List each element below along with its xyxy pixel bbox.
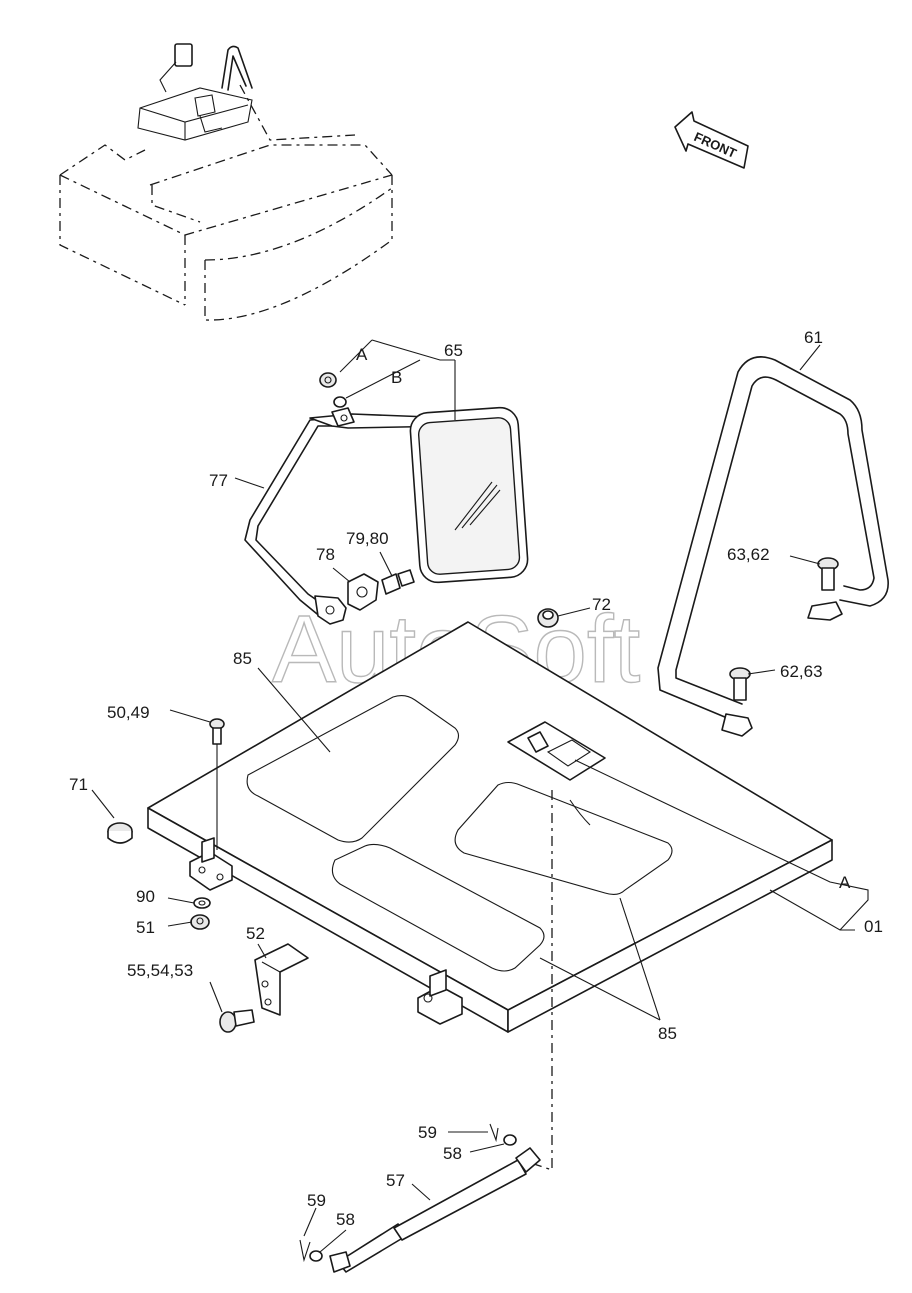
callout-58-right: 58 xyxy=(443,1144,462,1163)
hinge-left xyxy=(189,837,233,891)
washer-58-left xyxy=(309,1250,323,1262)
callout-79-80: 79,80 xyxy=(346,529,389,548)
callout-labels: 65 A B 61 77 78 79,80 63,62 72 85 62,63 … xyxy=(69,328,883,1229)
callout-52: 52 xyxy=(246,924,265,943)
nut-51 xyxy=(190,914,210,930)
grommet xyxy=(537,608,559,628)
callout-59-right: 59 xyxy=(418,1123,437,1142)
callout-a-right: A xyxy=(839,873,851,892)
callout-01: 01 xyxy=(864,917,883,936)
callout-61: 61 xyxy=(804,328,823,347)
clamp xyxy=(347,573,379,611)
callout-85-bottom: 85 xyxy=(658,1024,677,1043)
bracket xyxy=(254,943,309,1016)
plug xyxy=(107,822,133,844)
cab-overview xyxy=(59,43,393,321)
callout-90: 90 xyxy=(136,887,155,906)
hinge-right xyxy=(417,969,463,1025)
callout-62-63: 62,63 xyxy=(780,662,823,681)
roof-panel xyxy=(147,621,833,1033)
pin-59-left xyxy=(299,1239,311,1263)
washer-90 xyxy=(193,897,211,909)
callout-85-top: 85 xyxy=(233,649,252,668)
clamp-bolt xyxy=(381,569,415,595)
pin-59-right xyxy=(489,1123,499,1143)
callout-50-49: 50,49 xyxy=(107,703,150,722)
callout-71: 71 xyxy=(69,775,88,794)
washer-58-right xyxy=(503,1134,517,1146)
handrail-bolt-upper xyxy=(817,557,839,591)
bolt-55-54-53 xyxy=(219,1009,255,1033)
callout-59-left: 59 xyxy=(307,1191,326,1210)
leader-lines xyxy=(91,339,869,1253)
callout-a-top: A xyxy=(356,345,368,364)
callout-55-54-53: 55,54,53 xyxy=(127,961,193,980)
washer-b xyxy=(333,396,347,408)
callout-63-62: 63,62 xyxy=(727,545,770,564)
callout-58-left: 58 xyxy=(336,1210,355,1229)
handrail-bolt-lower xyxy=(729,667,751,701)
handrail xyxy=(657,356,889,737)
callout-65: 65 xyxy=(444,341,463,360)
gas-strut xyxy=(329,790,553,1273)
bolt-50-49 xyxy=(209,718,225,850)
callout-b: B xyxy=(391,368,402,387)
callout-51: 51 xyxy=(136,918,155,937)
mirror xyxy=(409,406,529,584)
front-arrow: FRONT xyxy=(674,111,749,169)
callout-57: 57 xyxy=(386,1171,405,1190)
nut-a xyxy=(319,372,337,388)
callout-78: 78 xyxy=(316,545,335,564)
callout-72: 72 xyxy=(592,595,611,614)
callout-77: 77 xyxy=(209,471,228,490)
